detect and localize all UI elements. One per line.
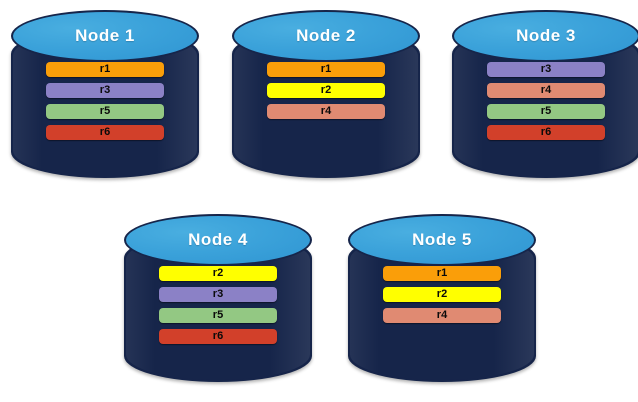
replica-bar[interactable]: r5	[46, 104, 164, 119]
node-title: Node 2	[296, 26, 356, 45]
cylinder-top-icon: Node 5	[348, 214, 536, 266]
replica-bar[interactable]: r1	[46, 62, 164, 77]
replica-label: r2	[212, 267, 224, 279]
replica-bar[interactable]: r5	[159, 308, 277, 323]
replica-label: r1	[99, 63, 111, 75]
replica-label: r2	[436, 288, 448, 300]
replica-label: r3	[99, 84, 111, 96]
replica-bar[interactable]: r4	[383, 308, 501, 323]
replica-label: r5	[99, 105, 111, 117]
replica-bar[interactable]: r6	[46, 125, 164, 140]
node-title: Node 3	[516, 26, 576, 45]
replica-bar[interactable]: r4	[267, 104, 385, 119]
replica-bar[interactable]: r2	[383, 287, 501, 302]
replica-bar[interactable]: r2	[159, 266, 277, 281]
replica-bar[interactable]: r6	[159, 329, 277, 344]
cylinder-top-icon: Node 4	[124, 214, 312, 266]
replica-label: r5	[540, 105, 552, 117]
node-title: Node 4	[188, 230, 248, 249]
replica-label: r6	[540, 126, 552, 138]
replica-label: r4	[320, 105, 332, 117]
replica-list: r3 r4 r5 r6	[452, 62, 638, 140]
replica-bar[interactable]: r4	[487, 83, 605, 98]
cylinder-top-icon: Node 3	[452, 10, 638, 62]
replica-label: r2	[320, 84, 332, 96]
database-node-4[interactable]: Node 4 r2 r3 r5 r6	[124, 210, 312, 388]
node-title: Node 1	[75, 26, 135, 45]
replica-list: r1 r3 r5 r6	[11, 62, 199, 140]
replica-label: r3	[212, 288, 224, 300]
replica-bar[interactable]: r2	[267, 83, 385, 98]
database-node-3[interactable]: Node 3 r3 r4 r5 r6	[452, 6, 638, 184]
replica-label: r4	[540, 84, 552, 96]
database-node-1[interactable]: Node 1 r1 r3 r5 r6	[11, 6, 199, 184]
replica-bar[interactable]: r3	[159, 287, 277, 302]
replica-list: r1 r2 r4	[348, 266, 536, 323]
replica-bar[interactable]: r5	[487, 104, 605, 119]
database-node-5[interactable]: Node 5 r1 r2 r4	[348, 210, 536, 388]
replica-label: r4	[436, 309, 448, 321]
node-title: Node 5	[412, 230, 472, 249]
replica-label: r1	[320, 63, 332, 75]
database-node-2[interactable]: Node 2 r1 r2 r4	[232, 6, 420, 184]
cylinder-top-icon: Node 1	[11, 10, 199, 62]
replica-label: r6	[99, 126, 111, 138]
replica-label: r1	[436, 267, 448, 279]
replica-label: r5	[212, 309, 224, 321]
replica-bar[interactable]: r3	[46, 83, 164, 98]
replica-label: r6	[212, 330, 224, 342]
replica-bar[interactable]: r1	[267, 62, 385, 77]
replica-list: r2 r3 r5 r6	[124, 266, 312, 344]
replica-bar[interactable]: r6	[487, 125, 605, 140]
replica-label: r3	[540, 63, 552, 75]
cylinder-top-icon: Node 2	[232, 10, 420, 62]
replica-bar[interactable]: r3	[487, 62, 605, 77]
replica-bar[interactable]: r1	[383, 266, 501, 281]
replica-list: r1 r2 r4	[232, 62, 420, 119]
